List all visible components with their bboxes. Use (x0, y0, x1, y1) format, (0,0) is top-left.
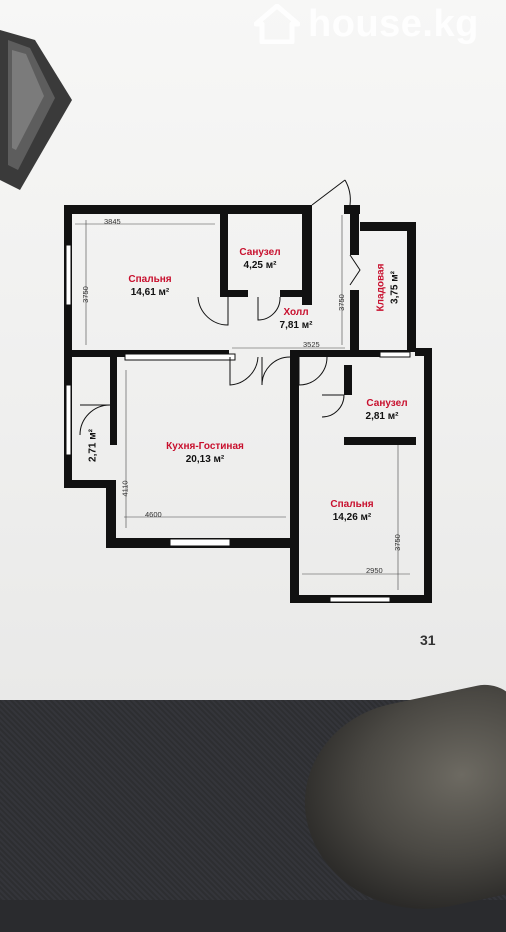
room-name-hall: Холл (283, 307, 309, 318)
room-area-small: 2,71 м² (87, 429, 99, 462)
room-area-bathroom-1: 4,25 м² (243, 260, 277, 271)
dimension-label: 4110 (120, 480, 130, 497)
dimension-label: 2950 (366, 566, 383, 575)
room-area-storage: 3,75 м² (389, 271, 401, 304)
room-name-bathroom-2: Санузел (366, 398, 408, 409)
dimension-label: 3845 (104, 217, 121, 226)
dimension-lines (75, 215, 410, 590)
room-area-bedroom-2: 14,26 м² (332, 512, 372, 523)
room-name-kitchen-living: Кухня-Гостиная (166, 441, 244, 452)
room-area-kitchen-living: 20,13 м² (185, 454, 225, 465)
dimension-label: 3750 (336, 294, 346, 311)
room-area-bedroom-1: 14,61 м² (130, 287, 170, 298)
room-name-bedroom-1: Спальня (128, 274, 172, 285)
room-area-hall: 7,81 м² (279, 320, 313, 331)
house-icon (254, 4, 300, 44)
decorative-3d-render (0, 30, 72, 190)
room-name-bathroom-1: Санузел (239, 247, 281, 258)
dimension-label: 4600 (145, 510, 162, 519)
room-name-bedroom-2: Спальня (330, 499, 374, 510)
room-area-bathroom-2: 2,81 м² (365, 411, 399, 422)
dimension-label: 3750 (392, 534, 402, 551)
dimension-label: 3525 (303, 340, 320, 349)
page-number: 31 (420, 632, 436, 648)
watermark-text: house.kg (308, 2, 479, 45)
floor-plan (64, 179, 432, 603)
windows (65, 244, 411, 603)
dimension-label: 3750 (80, 286, 90, 303)
watermark: house.kg (254, 2, 479, 46)
doors (79, 179, 361, 436)
room-name-storage: Кладовая (375, 263, 387, 312)
